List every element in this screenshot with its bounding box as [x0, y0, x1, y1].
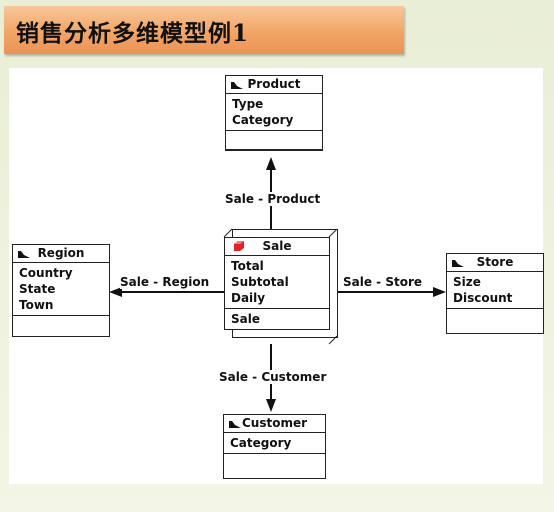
entity-header: Sale — [225, 238, 329, 256]
entity-customer[interactable]: Customer Category — [223, 414, 326, 479]
entity-attributes: Type Category — [226, 94, 322, 131]
attribute: Category — [230, 436, 292, 450]
entity-attributes: Total Subtotal Daily — [225, 256, 329, 309]
entity-empty-section — [224, 454, 325, 478]
relation-label-sale-product: Sale - Product — [225, 192, 321, 206]
entity-product[interactable]: Product Type Category — [225, 75, 323, 151]
entity-header: Region — [13, 245, 109, 263]
attribute: Category — [232, 113, 294, 127]
entity-name: Product — [247, 77, 301, 91]
attribute: Total — [231, 259, 264, 273]
attribute: State — [19, 282, 56, 296]
title-bar: 销售分析多维模型例1 — [4, 6, 404, 54]
entity-empty-section — [226, 131, 322, 150]
dimension-table-icon — [231, 82, 243, 89]
entity-store[interactable]: Store Size Discount — [446, 253, 544, 334]
fact-table-icon — [234, 241, 244, 251]
attribute: Country — [19, 266, 73, 280]
entity-header: Product — [226, 76, 322, 94]
entity-header: Customer — [224, 415, 325, 433]
dimension-table-icon — [452, 260, 464, 267]
entity-attributes: Country State Town — [13, 263, 109, 316]
entity-attributes: Category — [224, 433, 325, 454]
entity-key: Sale — [231, 312, 260, 326]
arrowhead-customer — [266, 399, 276, 412]
dimension-table-icon — [229, 421, 241, 428]
arrowhead-region — [109, 287, 122, 297]
entity-region[interactable]: Region Country State Town — [12, 244, 110, 337]
relation-label-sale-store: Sale - Store — [343, 275, 423, 289]
attribute: Subtotal — [231, 275, 289, 289]
entity-header: Store — [447, 254, 543, 272]
entity-attributes: Size Discount — [447, 272, 543, 309]
entity-name: Sale — [262, 239, 292, 253]
entity-name: Customer — [241, 416, 308, 430]
arrowhead-product — [266, 157, 276, 170]
entity-name: Region — [37, 246, 85, 260]
entity-name: Store — [476, 255, 514, 269]
attribute: Daily — [231, 291, 266, 305]
relation-label-sale-region: Sale - Region — [120, 275, 210, 289]
relation-label-sale-customer: Sale - Customer — [219, 370, 327, 384]
attribute: Town — [19, 298, 54, 312]
dimension-table-icon — [18, 251, 30, 258]
arrowhead-store — [433, 287, 446, 297]
attribute: Size — [453, 275, 481, 289]
entity-sale[interactable]: Sale Total Subtotal Daily Sale — [224, 237, 330, 330]
entity-empty-section — [447, 309, 543, 333]
slide-title: 销售分析多维模型例1 — [16, 20, 250, 47]
attribute: Discount — [453, 291, 513, 305]
attribute: Type — [232, 97, 264, 111]
